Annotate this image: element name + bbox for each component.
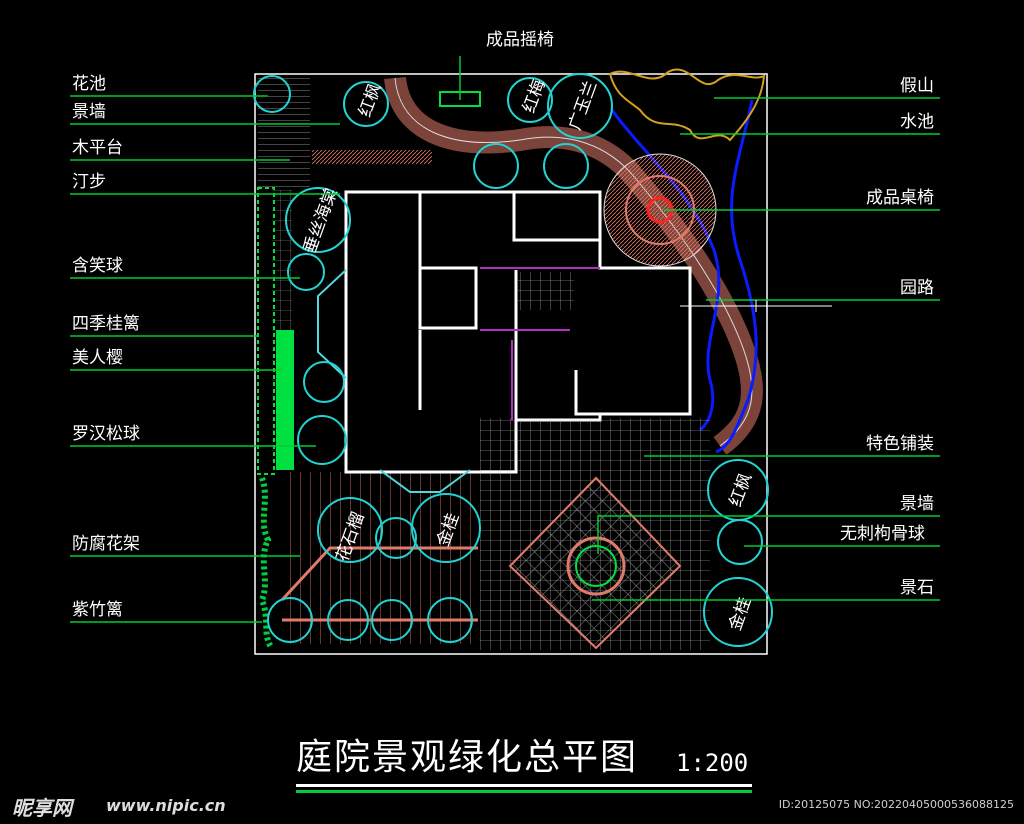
tree-label-red-maple-1: 红枫 <box>355 81 385 120</box>
landscape-stone-bed <box>566 536 626 596</box>
label-table-chairs: 成品桌椅 <box>866 188 934 208</box>
label-flower-bed: 花池 <box>72 74 106 94</box>
tree-holly <box>717 519 763 565</box>
label-pergola: 防腐花架 <box>72 534 140 554</box>
tree-small-1 <box>375 517 417 559</box>
osmanthus-hedge-band <box>257 187 275 475</box>
tree-michelia <box>287 253 325 291</box>
tree-north-1 <box>473 143 519 189</box>
label-rosa-cherry: 美人樱 <box>72 348 123 368</box>
label-feature-paving: 特色铺装 <box>866 434 934 454</box>
wood-deck <box>258 78 310 188</box>
drawing-scale: 1:200 <box>676 749 749 777</box>
dimension-line <box>680 300 832 312</box>
label-stepping-stones: 汀步 <box>72 172 106 192</box>
rockery-shape <box>608 68 766 142</box>
label-holly-ball: 无刺枸骨球 <box>840 524 925 544</box>
bamboo-hedge <box>258 476 275 650</box>
label-feature-wall-2: 景墙 <box>900 494 934 514</box>
tree-red-maple-1 <box>343 81 389 127</box>
interior-partition <box>480 267 600 420</box>
label-wood-deck: 木平台 <box>72 138 123 158</box>
terrace-paving <box>312 150 432 164</box>
house-bay-window <box>317 269 471 493</box>
leader-feature-wall-2 <box>597 515 940 554</box>
label-feature-wall: 景墙 <box>72 102 106 122</box>
tree-south-3 <box>371 599 413 641</box>
tree-south-1 <box>267 597 313 643</box>
title-underline-green <box>296 790 752 793</box>
pergola-structure <box>282 472 478 644</box>
label-garden-path: 园路 <box>900 278 934 298</box>
label-swing-chair: 成品摇椅 <box>486 30 554 50</box>
tree-flower-bed <box>253 75 291 113</box>
staircase <box>518 272 574 310</box>
tree-south-2 <box>327 599 369 641</box>
tree-magnolia <box>547 73 613 139</box>
label-osmanthus-hedge: 四季桂篱 <box>72 314 140 334</box>
tree-crabapple <box>285 187 351 253</box>
tree-north-2 <box>543 143 589 189</box>
house-outline <box>344 190 692 474</box>
tree-osmanthus-2 <box>703 577 773 647</box>
watermark-site: www.nipic.cn <box>106 796 226 815</box>
diamond-paving <box>508 476 682 650</box>
drawing-title: 庭院景观绿化总平图 <box>296 737 639 778</box>
label-michelia-ball: 含笑球 <box>72 256 123 276</box>
pergola-diagonal <box>280 546 478 622</box>
watermark-logo: 昵享网 <box>12 796 72 820</box>
tree-pomegranate <box>317 497 383 563</box>
tree-podocarpus-1 <box>303 361 345 403</box>
tree-south-4 <box>427 597 473 643</box>
leader-lines <box>70 56 940 623</box>
tree-red-plum <box>507 77 553 123</box>
rosa-cherry-bed <box>276 330 294 470</box>
watermark-id: ID:20125075 NO:20220405000536088125 <box>778 798 1014 811</box>
tree-podocarpus-2 <box>297 415 347 465</box>
trees <box>253 73 773 647</box>
site-boundary <box>254 73 768 655</box>
tree-label-red-plum: 红梅 <box>519 77 549 116</box>
label-landscape-stone: 景石 <box>900 578 934 598</box>
label-podocarpus-ball: 罗汉松球 <box>72 424 140 444</box>
pond-edge <box>715 99 758 454</box>
title-underline-white <box>296 784 752 787</box>
label-rockery: 假山 <box>900 76 934 96</box>
label-pond: 水池 <box>900 112 934 132</box>
landscape-stone <box>575 545 617 587</box>
tree-osmanthus-1 <box>411 493 481 563</box>
tree-label-magnolia: 广玉兰 <box>565 78 601 133</box>
label-bamboo-hedge: 紫竹篱 <box>72 600 123 620</box>
tree-label-red-maple-2: 红枫 <box>726 471 756 510</box>
